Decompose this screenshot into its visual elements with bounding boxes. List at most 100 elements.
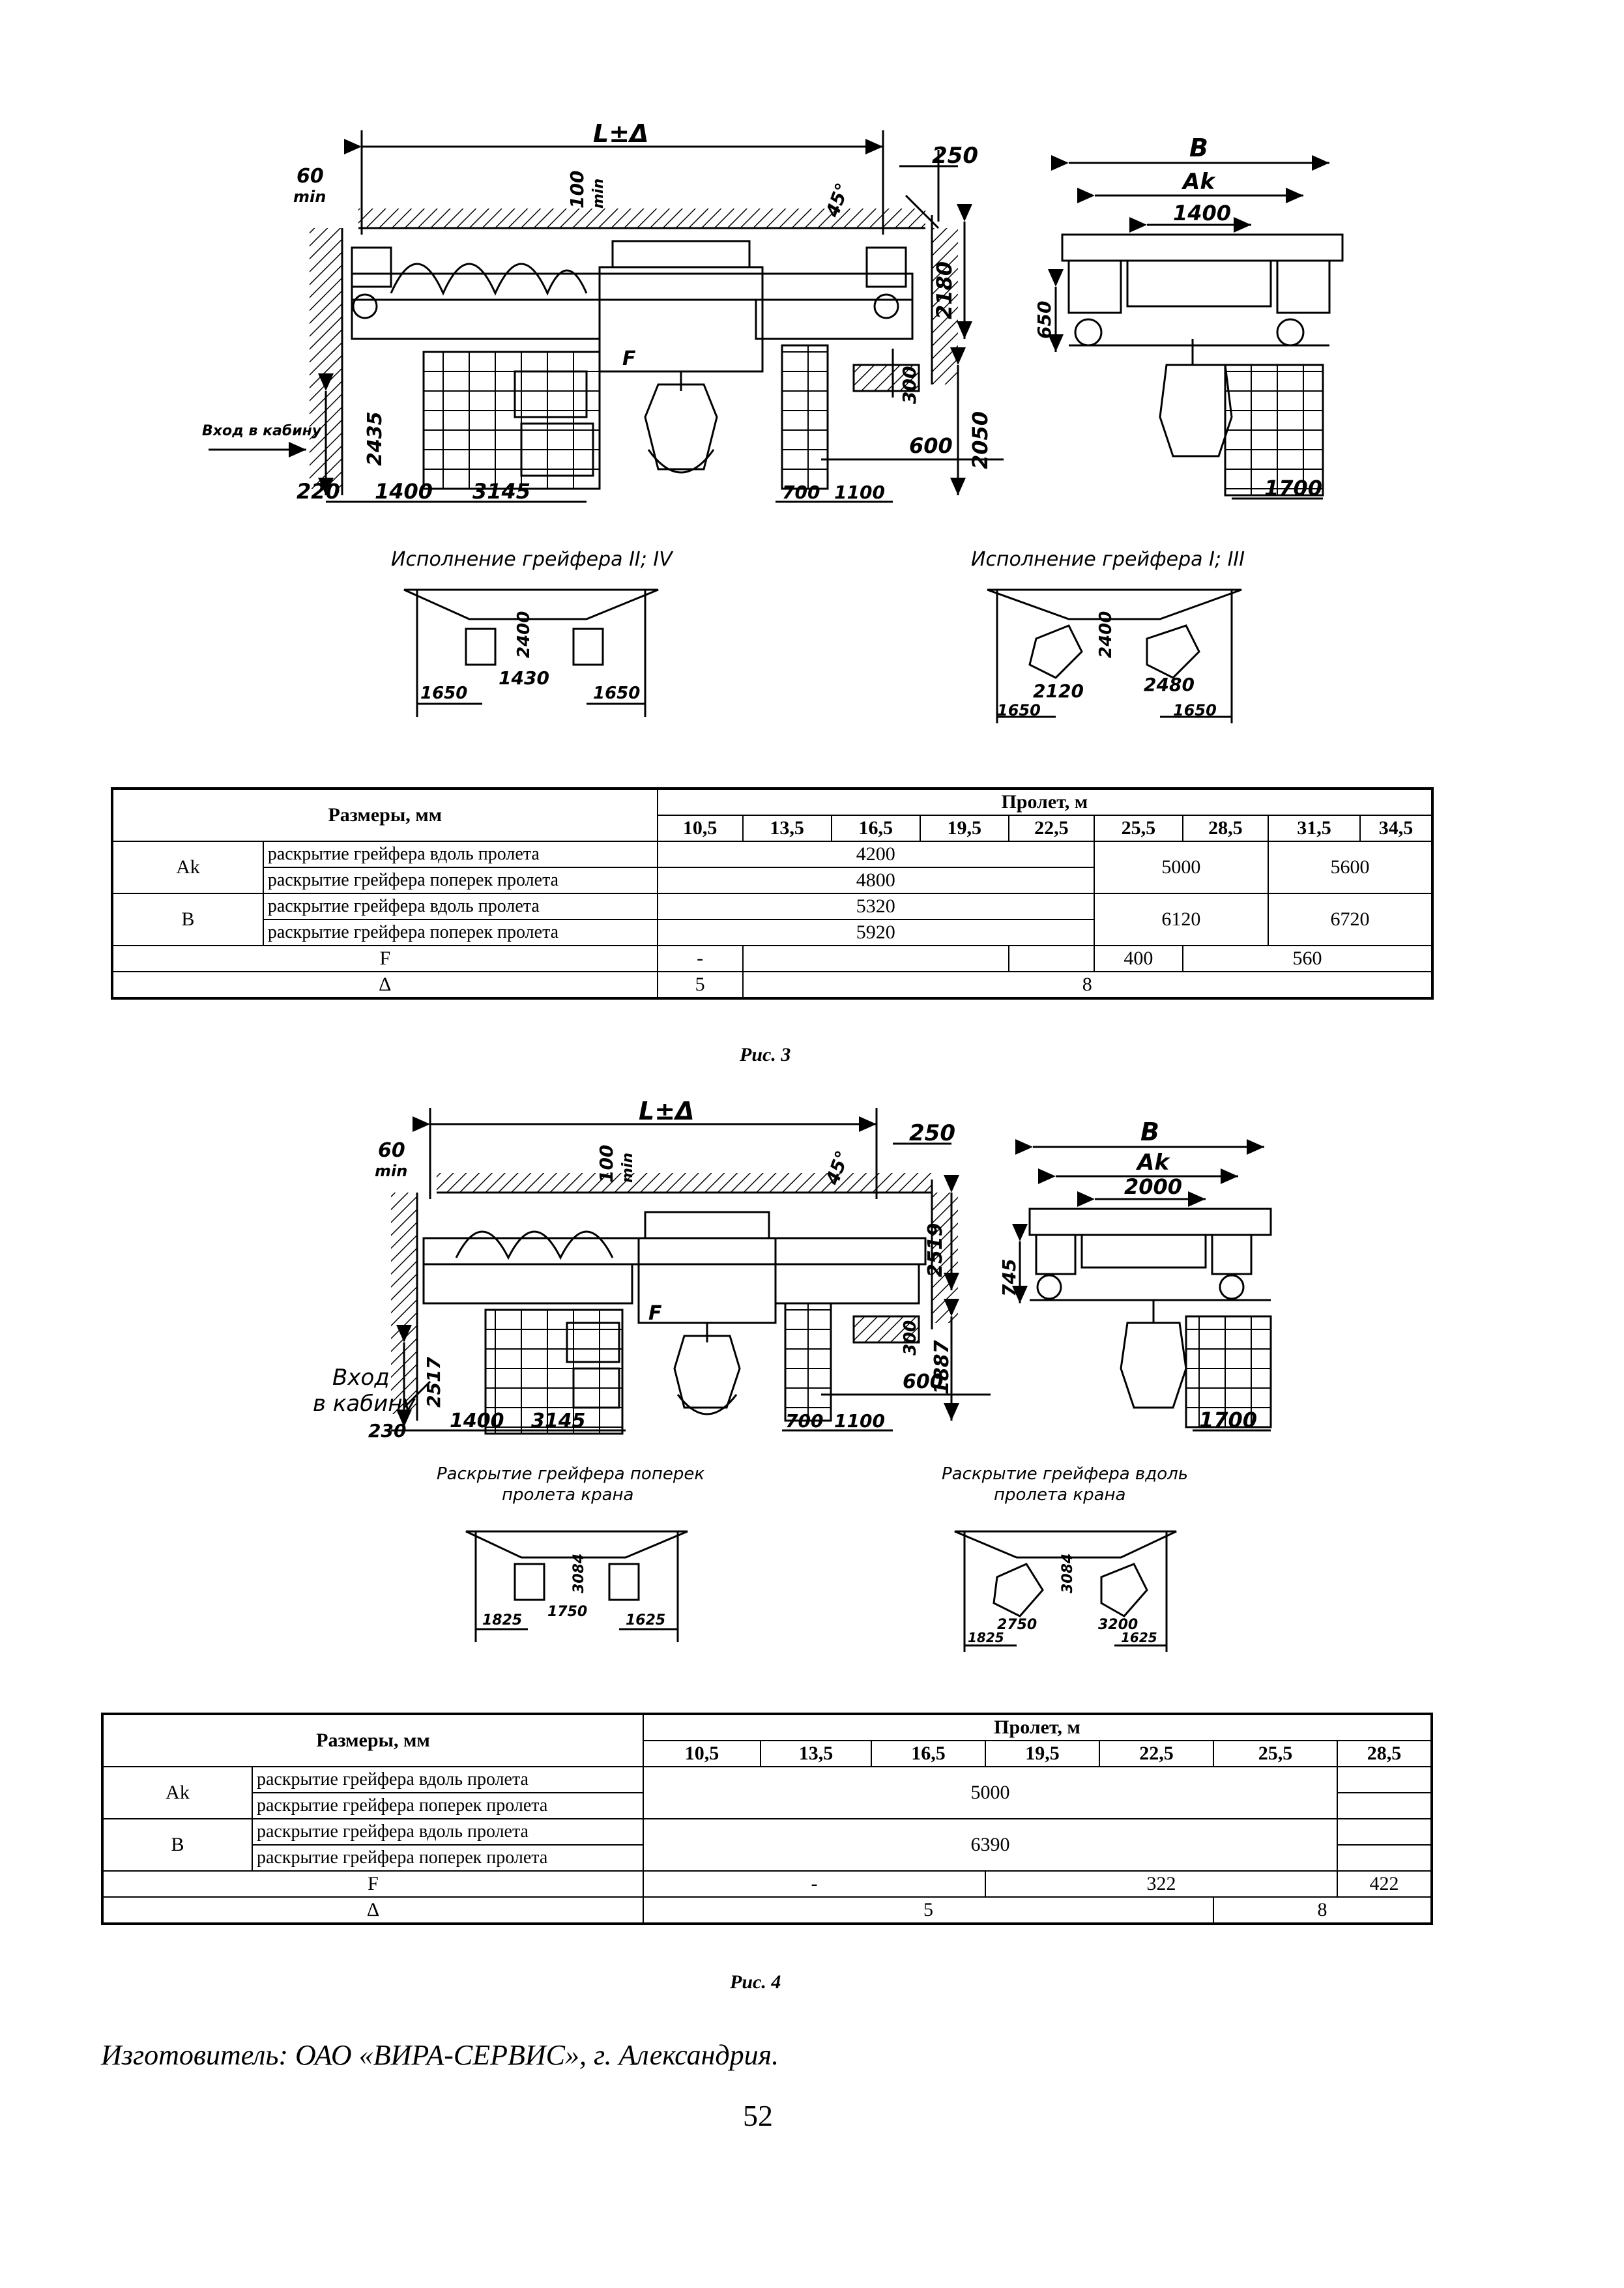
fig3-min-top-sub: min — [590, 179, 607, 209]
span-cell: 19,5 — [985, 1740, 1100, 1767]
value-cell: 8 — [1212, 1896, 1433, 1924]
fig4-front-view — [391, 1108, 991, 1435]
span-cell: 10,5 — [656, 815, 744, 842]
table-row: F - 322 422 — [102, 1870, 1433, 1898]
row-label-ak: Ak — [102, 1766, 253, 1819]
empty-cell — [1336, 1792, 1433, 1819]
fig3-cabin-w1: 1400 — [375, 479, 433, 504]
fig3-grab-right-title: Исполнение грейфера I; III — [971, 548, 1245, 571]
empty-cell — [1336, 1818, 1433, 1846]
span-cell: 31,5 — [1267, 815, 1361, 842]
table-row: Δ 5 8 — [102, 1896, 1433, 1924]
fig4-grab-labels: Раскрытие грейфера поперек пролета крана… — [437, 1464, 1188, 1645]
fig3-left-edge: 220 — [297, 479, 340, 504]
row-desc: раскрытие грейфера поперек пролета — [262, 867, 658, 894]
value-cell: - — [656, 945, 744, 972]
value-cell: 6720 — [1267, 893, 1434, 946]
fig3-right-w2: 1100 — [834, 482, 885, 503]
fig3-depth: 300 — [899, 366, 920, 404]
fig3-min-top: 100 — [566, 171, 588, 209]
fig4-right-offset: 600 — [903, 1370, 944, 1393]
fig3-grab-views — [403, 588, 1242, 723]
row-desc: раскрытие грейфера поперек пролета — [252, 1792, 644, 1819]
fig3-grab-left-title: Исполнение грейфера II; IV — [391, 548, 674, 571]
value-cell: 322 — [985, 1870, 1338, 1898]
fig3-side-ak: Ak — [1181, 169, 1216, 195]
fig4-grab-left-h: 3084 — [571, 1554, 587, 1593]
header-span: Пролет, м — [642, 1713, 1433, 1741]
span-cell: 22,5 — [1099, 1740, 1214, 1767]
span-cell: 16,5 — [871, 1740, 986, 1767]
header-sizes: Размеры, мм — [111, 788, 658, 842]
fig4-grab-right-title-2: пролета крана — [994, 1485, 1125, 1505]
fig4-dimensions-table: Размеры, мм Пролет, м 10,5 13,5 16,5 19,… — [101, 1713, 1434, 1925]
value-cell: 400 — [1093, 945, 1183, 972]
fig4-grab-right-h: 3084 — [1060, 1554, 1076, 1593]
value-cell: 6120 — [1093, 893, 1269, 946]
fig4-side-bottom: 1700 — [1199, 1408, 1257, 1432]
value-cell: 5600 — [1267, 841, 1434, 894]
span-cell: 28,5 — [1182, 815, 1269, 842]
fig3-grab-right-a: 2120 — [1033, 680, 1084, 702]
row-label-b: B — [111, 893, 264, 946]
value-cell: 560 — [1182, 945, 1434, 972]
fig3-front-labels: L±Δ 60 min 100 min 45° 250 2180 2050 300… — [202, 119, 993, 504]
fig4-min-top: 100 — [596, 1145, 617, 1183]
value-cell: 5000 — [1093, 841, 1269, 894]
row-desc: раскрытие грейфера вдоль пролета — [252, 1818, 644, 1846]
header-span: Пролет, м — [656, 788, 1434, 816]
row-desc: раскрытие грейфера вдоль пролета — [262, 841, 658, 868]
fig3-right-offset: 600 — [909, 433, 953, 458]
fig4-side-w: 2000 — [1124, 1174, 1182, 1199]
table-row: раскрытие грейфера поперек пролета — [102, 1792, 1433, 1819]
manufacturer-line: Изготовитель: ОАО «ВИРА-СЕРВИС», г. Алек… — [101, 2039, 779, 2071]
value-cell: - — [643, 1870, 986, 1898]
fig3-side-labels: B Ak 1400 650 1700 — [1034, 134, 1322, 500]
value-cell: 5000 — [643, 1766, 1338, 1819]
fig3-right-w1: 700 — [782, 482, 820, 503]
fig3-dimensions-table: Размеры, мм Пролет, м 10,5 13,5 16,5 19,… — [111, 787, 1434, 1000]
fig4-front-labels: L±Δ 60 min 100 min 45° 250 2519 1887 300… — [313, 1097, 955, 1441]
fig4-grab-right-title-1: Раскрытие грейфера вдоль — [942, 1464, 1188, 1484]
fig3-height-low: 2050 — [968, 411, 993, 469]
fig4-min-left-sub: min — [375, 1162, 407, 1180]
fig4-grab-left-title-1: Раскрытие грейфера поперек — [437, 1464, 704, 1484]
fig4-side-b: B — [1140, 1118, 1159, 1146]
fig3-grab-labels: Исполнение грейфера II; IV 2400 1650 143… — [391, 548, 1245, 719]
value-cell: 5 — [643, 1896, 1214, 1924]
empty-cell — [1336, 1844, 1433, 1872]
header-sizes: Размеры, мм — [102, 1713, 644, 1767]
span-cell: 25,5 — [1213, 1740, 1338, 1767]
fig4-entry-label-1: Вход — [332, 1365, 390, 1391]
table-row: раскрытие грейфера поперек пролета 5920 — [112, 919, 1432, 946]
row-desc: раскрытие грейфера вдоль пролета — [252, 1766, 644, 1793]
fig3-grab-left-a: 1650 — [420, 684, 467, 703]
fig3-right-gap: 250 — [932, 143, 978, 169]
fig3-side-b: B — [1189, 134, 1208, 162]
fig4-span-label: L±Δ — [639, 1097, 694, 1125]
fig4-side-h: 745 — [998, 1259, 1020, 1297]
fig4-grab-right-d: 1625 — [1121, 1630, 1157, 1645]
value-cell: 6390 — [643, 1818, 1338, 1872]
value-cell: 5 — [656, 971, 744, 999]
fig3-grab-right-d: 1650 — [1173, 701, 1217, 719]
table-row: раскрытие грейфера поперек пролета 4800 — [112, 867, 1432, 894]
span-cell: 28,5 — [1336, 1740, 1433, 1767]
row-desc: раскрытие грейфера поперек пролета — [252, 1844, 644, 1872]
fig3-side-h: 650 — [1034, 301, 1055, 339]
table-row: F - 400 560 — [111, 945, 1434, 972]
empty-cell — [1008, 945, 1095, 972]
span-cell: 19,5 — [919, 815, 1009, 842]
fig4-grab-right-a: 2750 — [997, 1617, 1037, 1633]
value-cell: 8 — [742, 971, 1434, 999]
fig3-front-view — [209, 130, 1004, 503]
fig3-f-label: F — [622, 347, 636, 370]
fig4-grab-left-a: 1825 — [482, 1612, 522, 1629]
table-header-row: Размеры, мм Пролет, м — [111, 788, 1434, 842]
fig4-side-labels: B Ak 2000 745 1700 — [998, 1118, 1257, 1432]
fig3-min-left: 60 — [297, 165, 324, 188]
table-spans-row: 10,5 13,5 16,5 19,5 22,5 25,5 28,5 31,5 … — [112, 815, 1433, 842]
row-label-ak: Ak — [111, 841, 264, 894]
table-row: Ak раскрытие грейфера вдоль пролета 5000 — [102, 1766, 1433, 1819]
